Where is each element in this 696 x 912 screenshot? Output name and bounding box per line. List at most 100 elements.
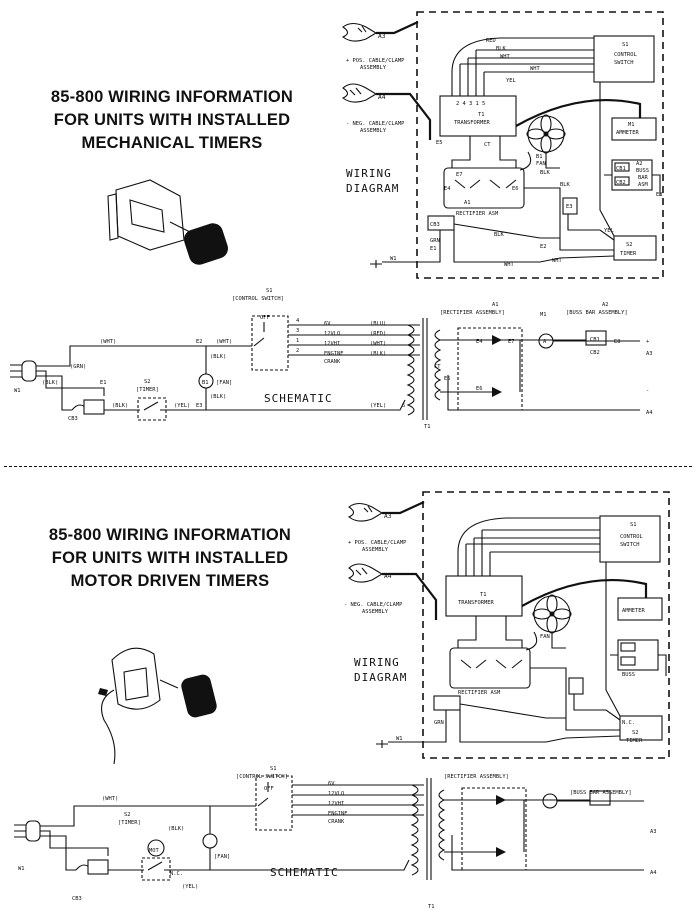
sch-label-timer: [TIMER]: [136, 387, 159, 393]
s2-sch-label-blk: (BLK): [168, 826, 184, 832]
s2-label-transformer: TRANSFORMER: [458, 600, 494, 606]
label-a4: A4: [378, 94, 386, 101]
title-line-2: FOR UNITS WITH INSTALLED: [53, 111, 291, 129]
label-grn: GRN: [430, 238, 440, 244]
label-wht-e2: WHT: [552, 258, 562, 264]
sch-label-fan: [FAN]: [216, 380, 232, 386]
sch-label-cb1: CB1: [590, 337, 600, 343]
sch-num-4: 4: [296, 318, 299, 324]
sch-label-e3: E3: [196, 403, 203, 409]
sch-label-e6: E6: [476, 386, 483, 392]
sch-label-control-switch: [CONTROL SWITCH]: [232, 296, 284, 302]
label-switch: SWITCH: [614, 60, 633, 66]
s2-sch-label-control-switch: [CONTROL SWITCH]: [236, 774, 288, 780]
s2-label-neg-assembly: ASSEMBLY: [362, 609, 389, 615]
s2-label-w1: W1: [396, 736, 403, 742]
label-a3: A3: [378, 33, 386, 40]
sch-label-a: A: [543, 339, 547, 345]
label-fan: FAN: [536, 161, 546, 167]
section-title: 85-800 WIRING INFORMATION FOR UNITS WITH…: [12, 524, 328, 593]
sch-label-grn: (GRN): [70, 364, 86, 370]
title-line-3: MOTOR DRIVEN TIMERS: [70, 572, 270, 590]
sch-label-blk-cb: (BLK): [112, 403, 128, 409]
label-a2: A2: [636, 161, 643, 167]
wiring-diagram-2: [347, 490, 671, 760]
s2-label-s2: S2: [632, 730, 639, 736]
s2-sch-label-t1: T1: [428, 904, 435, 910]
sch-label-a2: A2: [602, 302, 609, 308]
label-timer: TIMER: [620, 251, 637, 257]
label-neg-cable: - NEG. CABLE/CLAMP: [346, 121, 404, 127]
label-cb3: CB3: [430, 222, 440, 228]
sch-label-crank: CRANK: [324, 359, 341, 365]
s2-sch-label-a4: A4: [650, 870, 657, 876]
label-e6: E6: [512, 186, 519, 192]
s2-label-a4: A4: [384, 573, 392, 580]
s2-sch-label-yel: (YEL): [182, 884, 198, 890]
s2-sch-label-timer: [TIMER]: [118, 820, 141, 826]
sch-label-yel-t: (YEL): [370, 403, 386, 409]
s2-sch-label-rectifier: [RECTIFIER ASSEMBLY]: [444, 774, 509, 780]
label-blk-low: BLK: [494, 232, 504, 238]
label-yel-timer: YEL: [604, 228, 614, 234]
s2-label-nc: N.C.: [622, 720, 635, 726]
s2-label-ammeter: AMMETER: [622, 608, 645, 614]
s2-sch-label-cb3: CB3: [72, 896, 82, 902]
label-cb1: CB1: [616, 166, 626, 172]
sch-label-yel-s2: (YEL): [174, 403, 190, 409]
sch-label-m1: M1: [540, 312, 547, 318]
label-yel: YEL: [506, 78, 516, 84]
schematic-2: [13, 775, 645, 881]
sch-label-minus: -: [646, 388, 649, 394]
s2-sch-label-s1: S1: [270, 766, 277, 772]
s2-label-control: CONTROL: [620, 534, 643, 540]
s2-sch-label-wht: (WHT): [102, 796, 118, 802]
label-m1: M1: [628, 122, 635, 128]
title-line-1: 85-800 WIRING INFORMATION: [48, 526, 292, 544]
s2-sch-label-a3: A3: [650, 829, 657, 835]
s2-label-timer: TIMER: [626, 738, 643, 744]
label-rectifier-asm: RECTIFIER ASM: [456, 211, 499, 217]
label-wht: WHT: [500, 54, 510, 60]
sch-label-a3: A3: [646, 351, 653, 357]
label-blk-right: BLK: [560, 182, 570, 188]
s2-label-neg-cable: - NEG. CABLE/CLAMP: [344, 602, 402, 608]
label-transformer: TRANSFORMER: [454, 120, 490, 126]
label-buss: BUSS: [636, 168, 649, 174]
label-e1: E1: [430, 246, 437, 252]
sch-label-b1: B1: [202, 380, 209, 386]
sch-label-s1: S1: [266, 288, 273, 294]
label-s2: S2: [626, 242, 633, 248]
wiring-title-line1: WIRING: [346, 167, 392, 180]
sch-label-e4: E4: [476, 339, 483, 345]
section-divider: [4, 466, 692, 467]
s2-sch-label-s2: S2: [124, 812, 131, 818]
sch-label-ct: CT: [434, 364, 441, 370]
label-blk: BLK: [496, 46, 506, 52]
mechanical-timer-illustration: [107, 179, 228, 265]
timer-knob-icon: [181, 674, 217, 718]
sch-label-wht-e2: (WHT): [216, 339, 232, 345]
s2-sch-label-12vhi: 12VHI: [328, 801, 344, 807]
label-neg-assembly: ASSEMBLY: [360, 128, 387, 134]
sch-label-engine: ENGINE: [324, 351, 343, 357]
s2-label-grn: GRN: [434, 720, 444, 726]
s2-label-switch: SWITCH: [620, 542, 639, 548]
sch-label-e8: E8: [614, 339, 621, 345]
sch-label-cb2: CB2: [590, 350, 600, 356]
label-red: RED: [486, 38, 496, 44]
sch-label-e1: E1: [100, 380, 107, 386]
sch-label-buss: [BUSS BAR ASSEMBLY]: [566, 310, 628, 316]
sch-label-a4: A4: [646, 410, 653, 416]
s2-label-rectifier: RECTIFIER ASM: [458, 690, 501, 696]
label-pos-cable: + POS. CABLE/CLAMP: [346, 58, 404, 64]
label-pos-assembly: ASSEMBLY: [360, 65, 387, 71]
sch-label-12vlo: 12VLO: [324, 331, 340, 337]
s2-label-fan: FAN: [540, 634, 550, 640]
sch-num-1: 1: [296, 338, 299, 344]
s2-label-a3: A3: [384, 513, 392, 520]
label-asm: ASM: [638, 182, 648, 188]
sch-label-blk: (BLK): [370, 351, 386, 357]
sch-label-red: (RED): [370, 331, 386, 337]
label-e7: E7: [456, 172, 463, 178]
